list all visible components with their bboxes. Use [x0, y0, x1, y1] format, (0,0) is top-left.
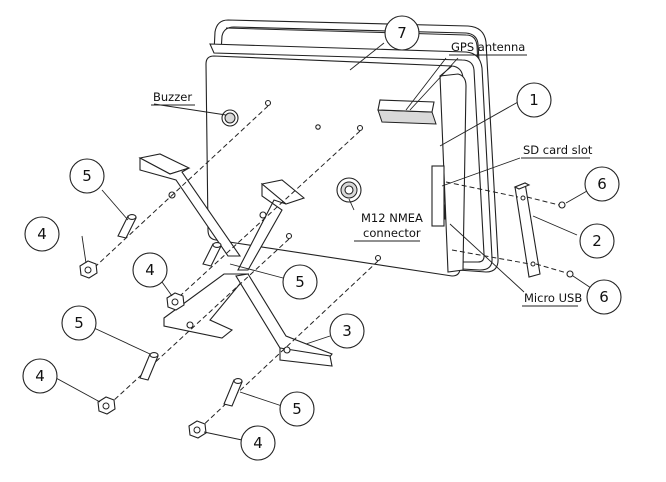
balloon-5-middle-right: 5	[282, 264, 318, 300]
buzzer-label: Buzzer	[153, 90, 192, 104]
svg-text:4: 4	[145, 261, 155, 279]
balloon-5-lower-right: 5	[279, 391, 315, 427]
balloon-4-lower-left: 4	[22, 358, 58, 394]
svg-text:7: 7	[397, 24, 407, 42]
balloon-6-top: 6	[584, 166, 620, 202]
gps-antenna-label: GPS antenna	[451, 40, 525, 54]
svg-text:1: 1	[529, 91, 539, 109]
balloon-3: 3	[329, 313, 365, 349]
balloon-2: 2	[579, 223, 615, 259]
balloon-5-lower-left: 5	[61, 305, 97, 341]
balloon-7: 7	[384, 15, 420, 51]
svg-text:5: 5	[74, 314, 84, 332]
svg-text:3: 3	[342, 322, 352, 340]
side-plate-part-2	[513, 182, 541, 278]
leader-lines	[55, 42, 592, 441]
text-callouts: GPS antenna Buzzer SD card slot M12 NMEA…	[151, 40, 593, 307]
svg-text:4: 4	[35, 367, 45, 385]
m12-connector-label-line2: connector	[363, 226, 421, 240]
svg-text:4: 4	[253, 434, 263, 452]
stand-bracket-part-3	[138, 153, 333, 367]
sd-card-slot-label: SD card slot	[523, 143, 593, 157]
balloon-5-upper-left: 5	[69, 158, 105, 194]
m12-connector-label-line1: M12 NMEA	[361, 211, 423, 225]
svg-text:6: 6	[599, 288, 609, 306]
balloon-4-upper-left: 4	[24, 216, 60, 252]
nuts-part-4	[79, 260, 207, 439]
svg-text:5: 5	[295, 273, 305, 291]
svg-text:2: 2	[592, 232, 602, 250]
balloon-6-bottom: 6	[586, 279, 622, 315]
svg-text:5: 5	[82, 167, 92, 185]
balloon-1: 1	[516, 82, 552, 118]
standoffs-part-5	[117, 214, 243, 407]
micro-usb-label: Micro USB	[524, 291, 582, 305]
display-housing-part-1	[205, 55, 467, 277]
svg-text:5: 5	[292, 400, 302, 418]
balloon-4-middle: 4	[132, 252, 168, 288]
svg-text:4: 4	[37, 225, 47, 243]
svg-text:6: 6	[597, 175, 607, 193]
screws-part-6	[445, 181, 574, 278]
balloon-4-bottom: 4	[240, 425, 276, 461]
